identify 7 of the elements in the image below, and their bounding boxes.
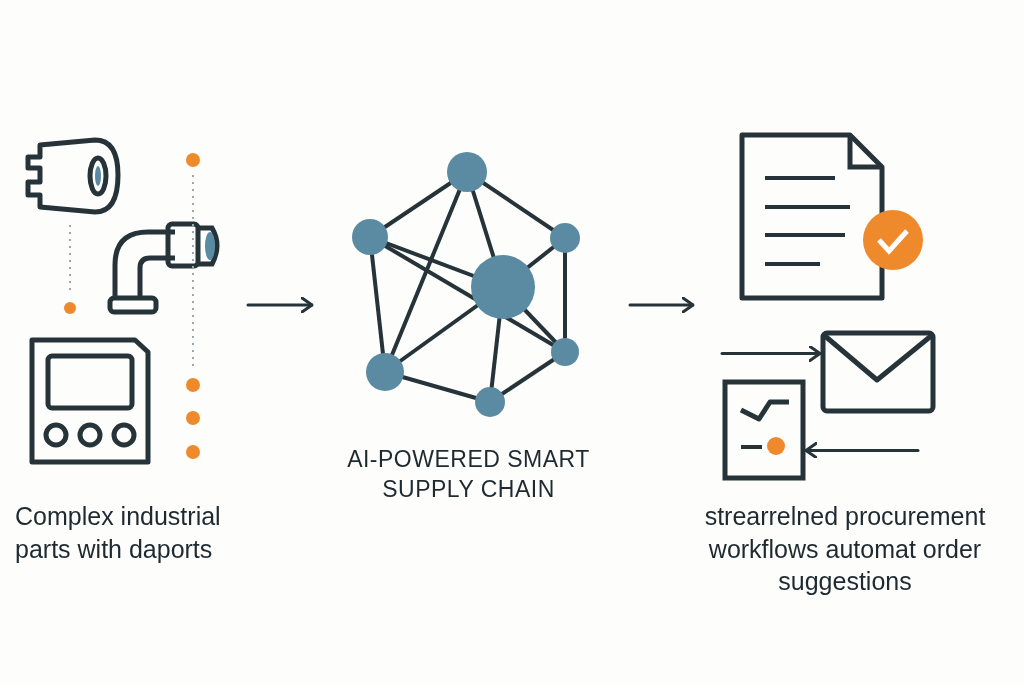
arrow <box>720 345 822 362</box>
caption-text: Complex industrial parts with daports <box>15 501 222 565</box>
arrow <box>246 296 314 314</box>
caption-text: AI-POWERED SMART SUPPLY CHAIN <box>346 445 591 504</box>
arrow <box>804 441 920 459</box>
caption-text: strearrelned procurement workflows automat order suggestions <box>703 501 987 597</box>
arrow <box>628 296 695 314</box>
